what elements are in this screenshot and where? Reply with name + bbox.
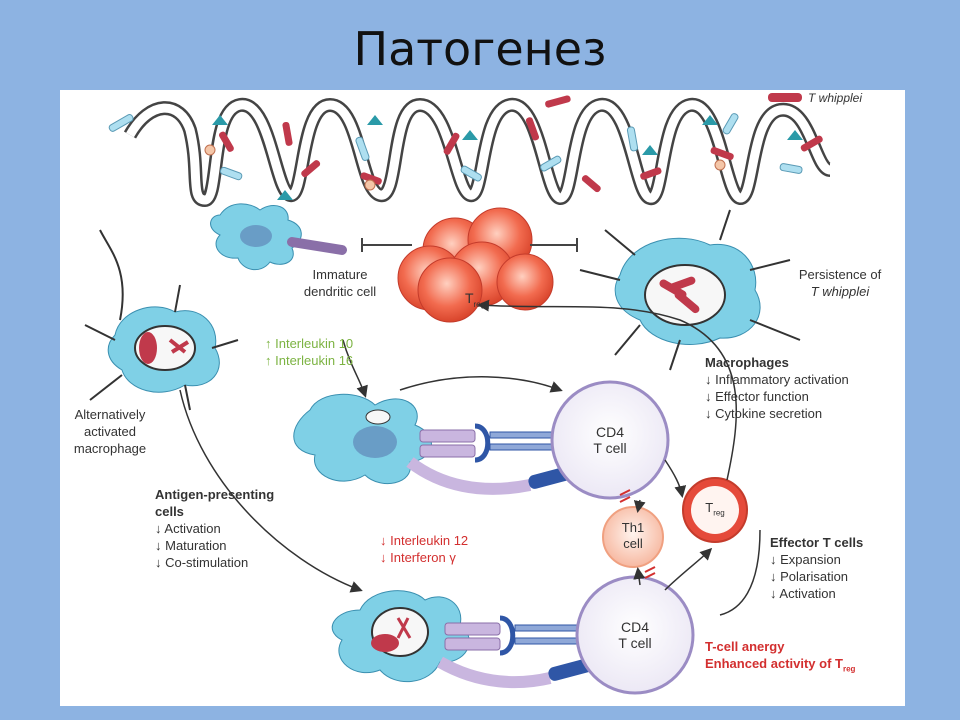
cd4-bottom-label: CD4 T cell: [618, 619, 652, 651]
effector-block: Effector T cells ↓ Expansion ↓ Polarisat…: [770, 535, 864, 601]
apc-block: Antigen-presenting cells ↓ Activation ↓ …: [155, 487, 275, 570]
cd4-top-label: CD4 T cell: [593, 424, 627, 456]
interleukins-down-label: ↓ Interleukin 12 ↓ Interferon γ: [380, 533, 469, 565]
legend-bacterium-icon: [768, 93, 802, 102]
legend-label: T whipplei: [808, 91, 863, 105]
pathogenesis-figure: T whipplei Treg Immature dendritic cell …: [60, 90, 905, 706]
th1-cell: [602, 506, 664, 568]
bacteria-cluster: [108, 95, 823, 200]
th1-label: Th1 cell: [621, 520, 645, 551]
anergy-block: T-cell anergy Enhanced activity of Treg: [705, 639, 856, 674]
interleukins-up-label: ↑ Interleukin 10 ↑ Interleukin 16: [265, 336, 354, 368]
mature-dendritic-cell: [293, 393, 578, 495]
immature-dendritic-cell: [210, 203, 347, 271]
pathway-arrows: [179, 299, 761, 616]
cd4-t-cell-top: [550, 380, 670, 500]
immature-dc-label: Immature dendritic cell: [303, 267, 377, 299]
persistence-label: Persistence of T whipplei: [798, 267, 882, 299]
diagram-drawing: [84, 93, 833, 695]
alt-macrophage-label: Alternatively activated macrophage: [73, 407, 147, 456]
bottom-dendritic-cell: [331, 590, 598, 689]
slide-title: Патогенез: [353, 22, 607, 76]
treg-cluster: [397, 207, 554, 323]
treg-small-label: Treg: [705, 500, 725, 518]
macrophages-block: Macrophages ↓ Inflammatory activation ↓ …: [705, 355, 849, 421]
alternatively-activated-macrophage: [84, 229, 239, 411]
persistence-macrophage: [579, 209, 801, 371]
treg-cluster-label: Treg: [464, 290, 486, 309]
